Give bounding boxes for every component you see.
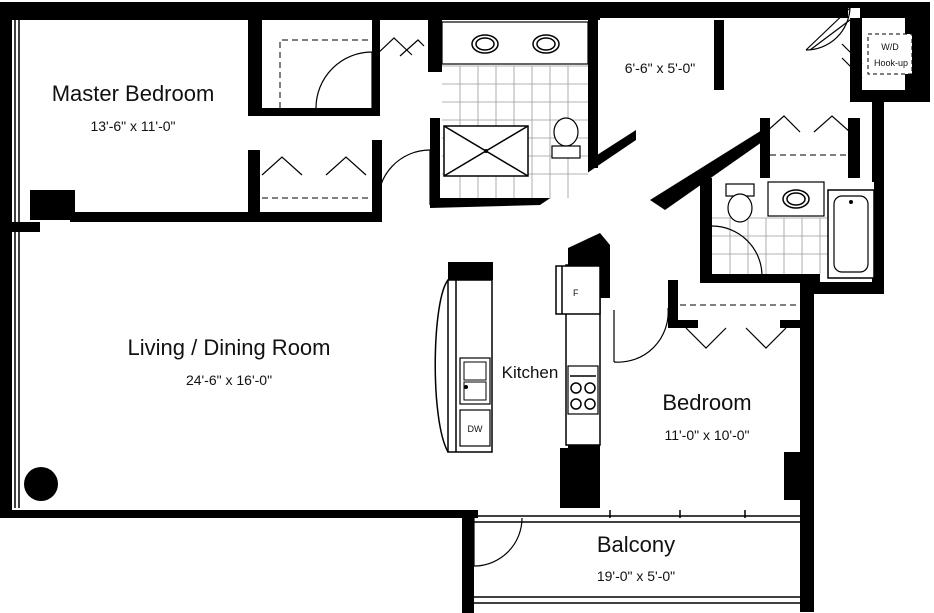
fridge-icon [555, 265, 601, 315]
bathtub-icon [827, 189, 875, 279]
master-reachin-closet [261, 156, 372, 199]
kitchen-counter: F [555, 264, 601, 446]
master-bedroom-dims: 13'-6" x 11'-0" [90, 118, 175, 134]
dishwasher-icon [459, 409, 491, 447]
living-room-dims: 24'-6" x 16'-0" [186, 372, 272, 388]
dishwasher-label: DW [468, 424, 483, 434]
master-bedroom-name: Master Bedroom [52, 81, 215, 106]
toilet-icon [725, 183, 755, 223]
wd-label: W/D [881, 42, 899, 52]
bedroom-dims: 11'-0" x 10'-0" [664, 427, 749, 443]
cooktop-icon [567, 365, 599, 415]
living-room-name: Living / Dining Room [128, 335, 331, 360]
foyer-dims: 6'-6" x 5'-0" [625, 60, 696, 76]
sink-icon [471, 34, 499, 54]
sink-icon [782, 189, 810, 209]
hookup-label: Hook-up [874, 58, 908, 68]
window-strip [14, 20, 20, 508]
kitchen-name: Kitchen [502, 363, 559, 382]
balcony-dims: 19'-0" x 5'-0" [597, 568, 675, 584]
hall-closet [765, 115, 851, 156]
bedroom-closet [680, 304, 804, 349]
second-bath [711, 181, 875, 279]
bedroom-name: Bedroom [662, 390, 751, 415]
master-walkin-closet [279, 37, 425, 108]
balcony-name: Balcony [597, 532, 675, 557]
balcony [465, 515, 808, 605]
window-ticks [99, 510, 746, 518]
wd-closet: W/D Hook-up [867, 33, 913, 75]
bath2-tile-grid [712, 217, 828, 274]
toilet-icon [551, 117, 581, 159]
room-labels: Master Bedroom 13'-6" x 11'-0" Living / … [52, 60, 752, 584]
fridge-label: F [573, 288, 579, 298]
sink-icon [532, 34, 560, 54]
master-bath [441, 21, 589, 198]
entry-door [809, 19, 863, 79]
kitchen-island: DW [434, 279, 493, 453]
